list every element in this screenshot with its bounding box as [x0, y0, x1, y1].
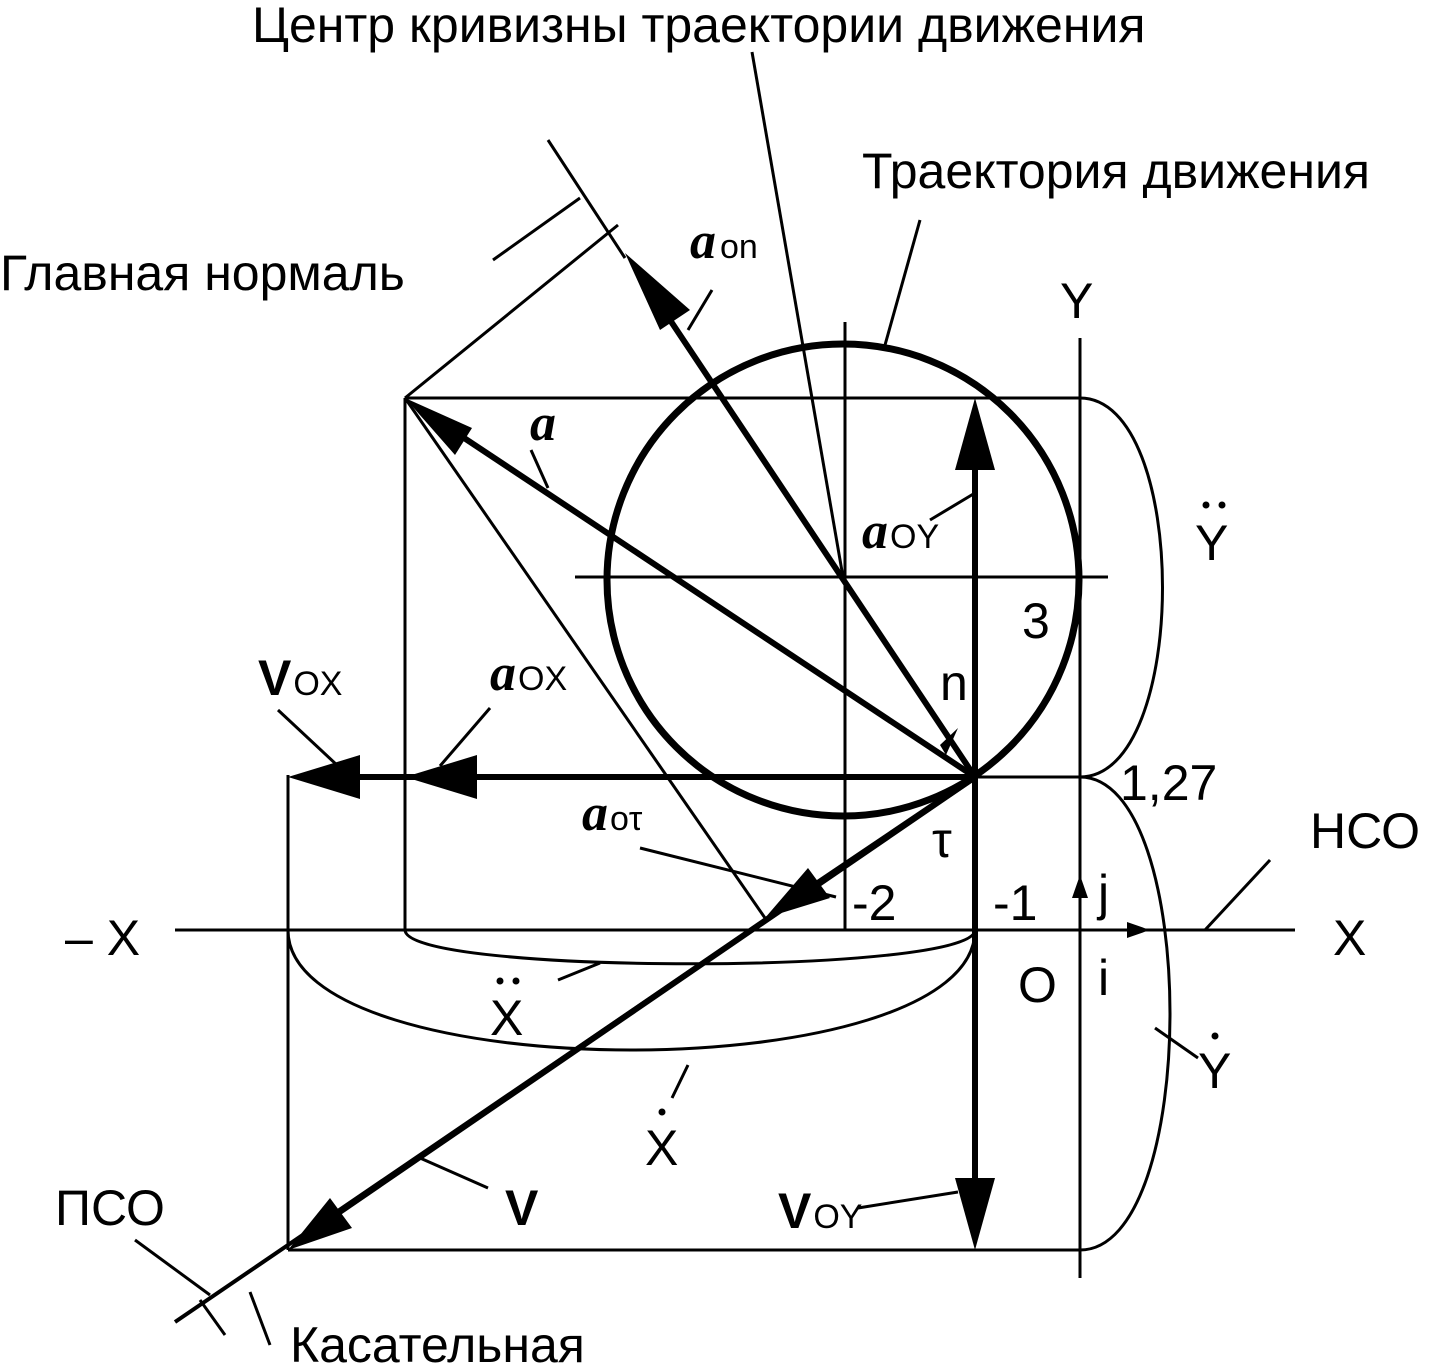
tangent-label: Касательная — [290, 1317, 585, 1364]
pso-label: ПСО — [55, 1180, 165, 1236]
tangent-tau-label: τ — [932, 812, 952, 868]
vector-v-oy-sub: OY — [813, 1198, 862, 1236]
arrowhead-j — [1072, 875, 1088, 898]
arrowhead-a — [405, 398, 472, 455]
y-ddot-dot-2 — [1218, 501, 1226, 509]
trajectory-circle — [603, 340, 1083, 820]
arrowhead-v — [288, 1198, 352, 1250]
a-ox-leader — [438, 707, 492, 767]
value-m1-label: -1 — [993, 875, 1037, 931]
vector-a-line — [438, 419, 977, 780]
tangent-tick — [198, 1299, 227, 1336]
x-dot-dot — [658, 1108, 666, 1116]
x-ddot-brace — [403, 929, 977, 966]
vector-a-ot-sub: oτ — [610, 800, 643, 838]
vector-a-on-main: a — [690, 213, 716, 270]
arrowhead-v-ox — [288, 755, 360, 799]
x-ddot-dot-1 — [496, 977, 504, 985]
a-to-tangent-connector — [403, 397, 767, 919]
vector-a-oy-label: aOY — [862, 503, 939, 560]
normal-n-label: n — [940, 655, 968, 711]
vector-a-oy-main: a — [862, 503, 888, 560]
x-dot-leader — [670, 1064, 690, 1099]
vector-a-oy-sub: OY — [890, 518, 939, 556]
unit-i-label: i — [1098, 950, 1109, 1006]
value-m2-label: -2 — [852, 875, 896, 931]
x-ddot-dot-2 — [512, 977, 520, 985]
a-on-leader — [686, 289, 714, 331]
x-ddot-label: X — [490, 990, 523, 1046]
y-dot-leader — [1154, 1026, 1199, 1060]
curvature-center-leader — [750, 51, 845, 578]
value-127-label: 1,27 — [1120, 755, 1217, 811]
vector-a-ot-label: aoτ — [582, 785, 643, 842]
vector-a-on-line — [647, 288, 978, 779]
main-normal-line — [546, 139, 627, 259]
pso-leader — [134, 1238, 211, 1297]
vector-a-ot-main: a — [582, 785, 608, 842]
y-dot-label: Y — [1198, 1043, 1231, 1099]
y-ddot-label: Y — [1195, 515, 1228, 571]
main-normal-label: Главная нормаль — [0, 245, 405, 301]
arrowhead-v-oy — [955, 1178, 995, 1250]
a-to-normal-connector — [404, 223, 619, 400]
nso-label: НСО — [1310, 803, 1420, 859]
vector-v-ox-main: V — [258, 650, 292, 706]
arrowhead-a-ot — [765, 868, 830, 918]
trajectory-label: Траектория движения — [862, 143, 1370, 199]
arrowhead-i — [1127, 922, 1150, 938]
trajectory-leader — [883, 219, 922, 346]
v-ox-leader — [276, 708, 340, 768]
vector-v-oy-main: V — [778, 1183, 812, 1239]
x-dot-brace — [286, 929, 977, 1052]
curvature-center-label: Центр кривизны траектории движения — [252, 0, 1145, 53]
axis-x-label: X — [1333, 910, 1366, 966]
vector-a-label: a — [530, 395, 556, 452]
y-dot-dot — [1211, 1032, 1219, 1040]
origin-label: O — [1018, 957, 1057, 1013]
nso-leader — [1203, 858, 1272, 932]
v-oy-leader — [857, 1190, 959, 1210]
vector-v-line — [323, 774, 977, 1225]
vector-v-ox-label: VOX — [258, 650, 342, 706]
arrowhead-n — [940, 728, 958, 755]
vector-v-label: V — [505, 1180, 539, 1236]
arrowhead-a-on — [625, 253, 690, 330]
a-leader — [529, 449, 550, 489]
value-3-label: 3 — [1022, 593, 1050, 649]
x-dot-label: X — [645, 1120, 678, 1176]
vector-a-on-sub: on — [720, 228, 758, 266]
vector-v-ox-sub: OX — [293, 665, 342, 703]
x-ddot-leader — [557, 961, 601, 982]
y-ddot-dot-1 — [1202, 501, 1210, 509]
a-oy-leader — [929, 491, 976, 522]
unit-j-label: j — [1096, 865, 1109, 921]
y-dot-brace — [1079, 775, 1172, 1252]
main-normal-tick — [492, 196, 581, 262]
tangent-label-leader — [248, 1291, 272, 1346]
v-leader — [419, 1156, 489, 1190]
y-ddot-brace — [1079, 396, 1164, 779]
vector-a-ox-label: aOX — [490, 645, 567, 702]
arrowhead-a-oy — [955, 398, 995, 470]
vector-a-ox-main: a — [490, 645, 516, 702]
axis-minus-x-label: – X — [65, 910, 140, 966]
vector-v-oy-label: VOY — [778, 1183, 862, 1239]
axis-y-label: Y — [1060, 273, 1093, 329]
arrowhead-a-ox — [405, 755, 477, 799]
vector-a-ox-sub: OX — [518, 660, 567, 698]
